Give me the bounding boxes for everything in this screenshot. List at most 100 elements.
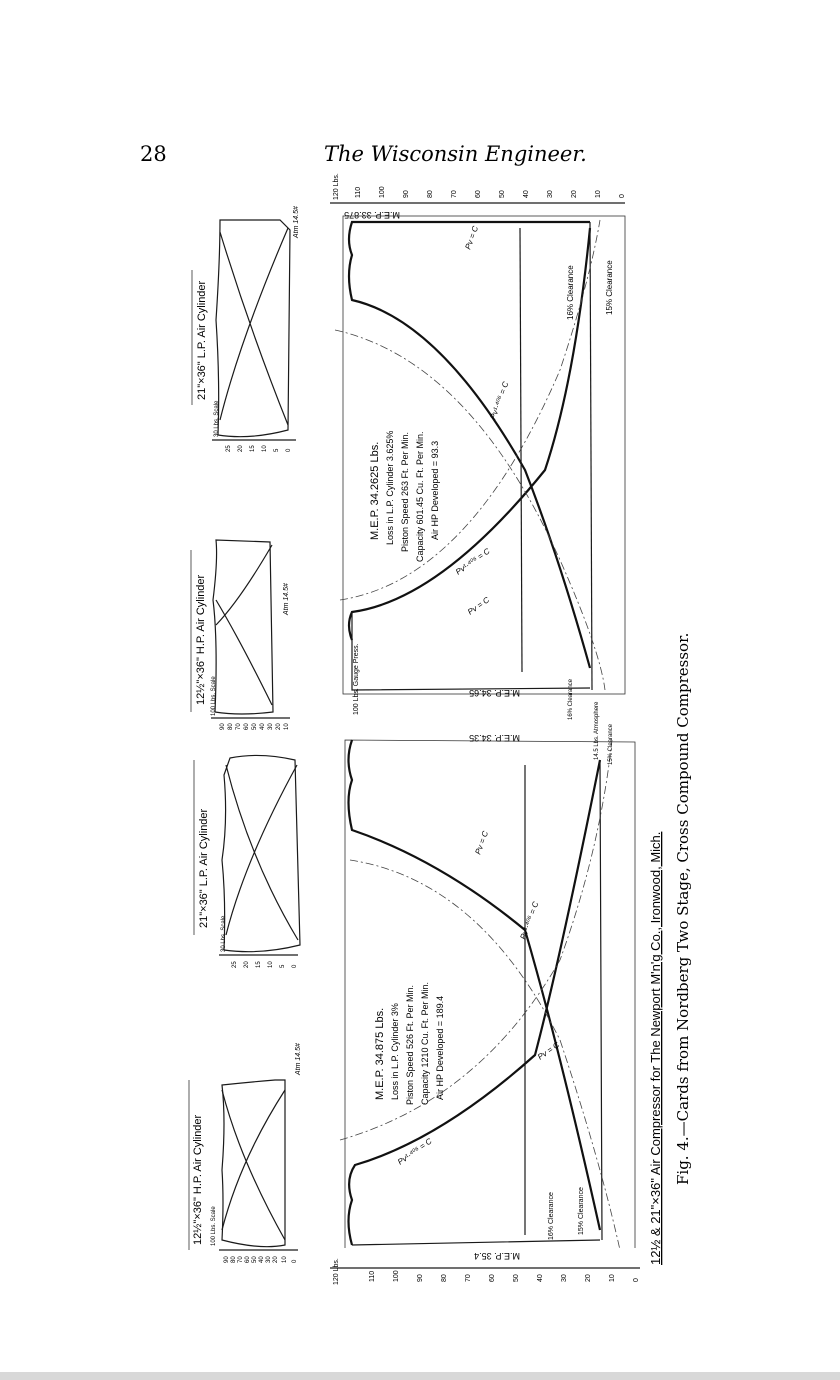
svg-text:90: 90 — [220, 723, 226, 730]
card-lp-return — [347, 739, 602, 1231]
svg-text:60: 60 — [244, 723, 250, 730]
card-title: 12½"×36" H.P. Air Cylinder — [192, 1114, 204, 1245]
mep-label: M.E.P. 33.875 — [344, 210, 400, 220]
isothermal-curve — [334, 329, 606, 691]
svg-text:50: 50 — [499, 190, 506, 198]
svg-text:Loss in L.P. Cylinder 3.625%: Loss in L.P. Cylinder 3.625% — [385, 431, 395, 545]
scan-edge — [0, 1372, 840, 1380]
svg-text:50: 50 — [252, 723, 258, 730]
svg-text:0: 0 — [292, 1259, 298, 1263]
svg-text:5: 5 — [280, 964, 286, 968]
atm-label: Atm 14.5# — [295, 1043, 302, 1076]
figure-title: 12½ & 21"×36" Air Compressor for The New… — [648, 832, 663, 1265]
top-indicator-chart: 120 Lbs. 110 100 90 80 70 60 50 40 30 20… — [330, 173, 626, 720]
isothermal-curve — [349, 859, 621, 1251]
small-card-3: 12½"×36" H.P. Air Cylinder 100 Lbs. Scal… — [190, 539, 290, 730]
svg-text:Piston Speed 263 Ft. Per Min.: Piston Speed 263 Ft. Per Min. — [400, 432, 410, 552]
svg-text:70: 70 — [451, 190, 458, 198]
mep-label: M.E.P. 34.65 — [469, 688, 520, 698]
card-curves — [221, 1089, 286, 1241]
atm-label: Atm 14.5# — [293, 206, 300, 239]
svg-text:5: 5 — [274, 448, 280, 452]
svg-text:50: 50 — [513, 1274, 520, 1282]
svg-text:20: 20 — [273, 1256, 279, 1263]
curve-label: Pv¹·⁴⁰⁶ = C — [488, 380, 510, 420]
scale-ticks: 25 20 15 10 5 0 — [226, 445, 292, 452]
svg-text:110: 110 — [355, 187, 362, 198]
curve-label: Pv = C — [473, 830, 490, 856]
small-card-1: 12½"×36" H.P. Air Cylinder 100 Lbs. Scal… — [188, 1043, 302, 1263]
svg-text:60: 60 — [489, 1274, 496, 1282]
curve-label: Pv = C — [463, 225, 480, 251]
figure-caption: Fig. 4.—Cards from Nordberg Two Stage, C… — [674, 633, 692, 1185]
scale-unit: 100 Lbs. Scale — [211, 676, 217, 716]
curve-label: Pv¹·⁴⁰⁶ = C — [454, 546, 492, 576]
atm-label: Atm 14.5# — [283, 583, 290, 616]
small-card-4: 21"×36" L.P. Air Cylinder 30 Lbs. Scale … — [191, 206, 300, 452]
svg-text:80: 80 — [441, 1274, 448, 1282]
clearance-label: 15% Clearance — [578, 1187, 585, 1235]
clearance-label: 16% Clearance — [568, 678, 574, 720]
svg-text:30: 30 — [561, 1274, 568, 1282]
atm-label: 14.5 Lbs. Atmosphere — [594, 701, 600, 760]
card-curves — [225, 764, 299, 941]
svg-text:110: 110 — [369, 1271, 376, 1282]
suction-line — [519, 227, 523, 673]
card-outline — [215, 219, 291, 438]
top-chart-notes: M.E.P. 34.2625 Lbs. Loss in L.P. Cylinde… — [369, 431, 440, 562]
mep-label: M.E.P. 35.4 — [474, 1251, 520, 1261]
pressure-ticks: 110 100 90 80 70 60 50 40 30 20 10 0 — [355, 186, 626, 198]
scale-unit: 100 Lbs. Scale — [211, 1206, 217, 1246]
gauge-label: 100 Lbs. Gauge Press. — [353, 643, 360, 715]
card-hp — [347, 220, 592, 669]
journal-title: The Wisconsin Engineer. — [324, 142, 587, 166]
adiabatic-curve — [339, 219, 601, 601]
svg-text:Capacity 601.45 Cu. Ft. Per Mi: Capacity 601.45 Cu. Ft. Per Min. — [415, 431, 425, 562]
page-number: 28 — [140, 142, 167, 166]
card-curves — [219, 227, 289, 426]
svg-text:20: 20 — [244, 961, 250, 968]
svg-text:10: 10 — [282, 1256, 288, 1263]
svg-text:30: 30 — [547, 190, 554, 198]
small-card-2: 21"×36" L.P. Air Cylinder 30 Lbs. Scale … — [193, 754, 301, 968]
svg-text:100: 100 — [393, 1270, 400, 1282]
card-title: 21"×36" L.P. Air Cylinder — [198, 808, 210, 928]
card-title: 12½"×36" H.P. Air Cylinder — [195, 574, 207, 705]
svg-text:80: 80 — [228, 723, 234, 730]
svg-text:Air HP Developed = 93.3: Air HP Developed = 93.3 — [430, 441, 440, 540]
scale-ticks: 25 20 15 10 5 0 — [232, 961, 298, 968]
bottom-chart-notes: M.E.P. 34.875 Lbs. Loss in L.P. Cylinder… — [374, 982, 445, 1105]
svg-text:0: 0 — [292, 964, 298, 968]
scale-unit: 30 Lbs. Scale — [214, 400, 220, 437]
adiabatic-curve — [339, 739, 613, 1141]
svg-text:80: 80 — [427, 190, 434, 198]
card-outline — [212, 539, 274, 715]
card-hp-return — [347, 227, 592, 641]
scale-ticks: 90 80 70 60 50 40 30 20 10 0 — [224, 1256, 298, 1263]
svg-text:10: 10 — [595, 190, 602, 198]
svg-text:Piston Speed 526 Ft. Per Min.: Piston Speed 526 Ft. Per Min. — [405, 985, 415, 1105]
curve-label: Pv¹·⁴⁰⁶ = C — [518, 900, 540, 940]
svg-text:50: 50 — [252, 1256, 258, 1263]
mep-label: M.E.P. 34.35 — [469, 733, 520, 743]
svg-text:20: 20 — [238, 445, 244, 452]
svg-text:0: 0 — [633, 1278, 640, 1282]
clearance-label: 15% Clearance — [605, 260, 614, 315]
curve-label: Pv = C — [466, 595, 491, 616]
card-curves — [215, 544, 273, 706]
svg-text:10: 10 — [262, 445, 268, 452]
card-outline — [221, 1079, 286, 1248]
svg-text:10: 10 — [268, 961, 274, 968]
scale-unit: 120 Lbs. — [333, 1258, 340, 1285]
svg-text:15: 15 — [250, 445, 256, 452]
svg-text:20: 20 — [276, 723, 282, 730]
svg-text:20: 20 — [571, 190, 578, 198]
scale-unit: 120 Lbs. — [333, 173, 340, 200]
svg-text:30: 30 — [266, 1256, 272, 1263]
svg-text:60: 60 — [245, 1256, 251, 1263]
chart-frame — [344, 739, 636, 1248]
svg-text:80: 80 — [231, 1256, 237, 1263]
chart-frame — [342, 215, 626, 695]
svg-text:0: 0 — [286, 448, 292, 452]
svg-text:10: 10 — [284, 723, 290, 730]
